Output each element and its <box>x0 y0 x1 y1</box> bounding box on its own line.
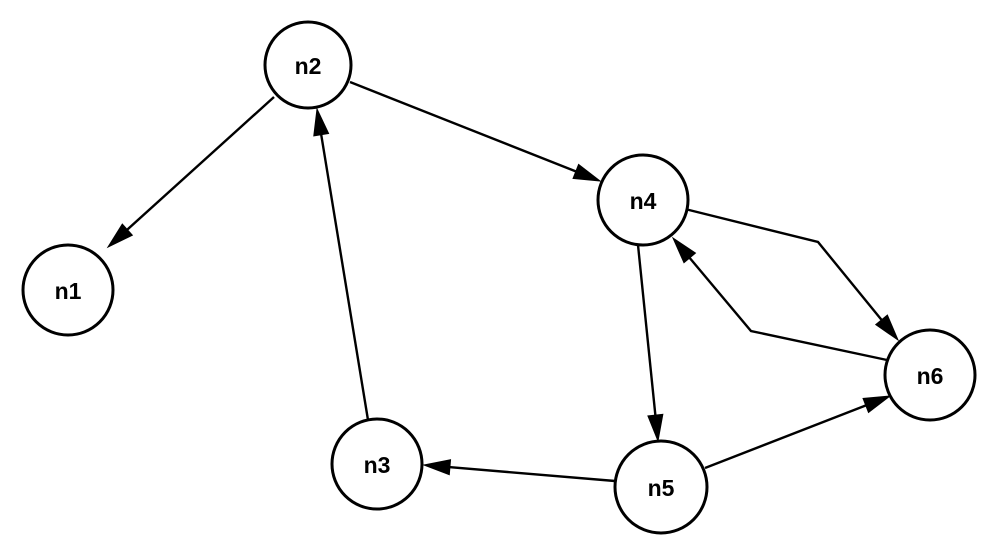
graph-node-n3[interactable]: n3 <box>330 417 424 511</box>
graph-edge-n5-to-n3[interactable] <box>422 459 616 483</box>
graph-node-n2[interactable]: n2 <box>263 20 353 110</box>
edge-arrowhead <box>874 314 900 342</box>
edge-arrowhead <box>106 223 134 249</box>
edge-arrowhead <box>647 413 664 443</box>
node-circle[interactable] <box>21 243 115 337</box>
graph-edge-n2-to-n1[interactable] <box>106 96 275 249</box>
edge-arrowhead <box>572 163 602 182</box>
edge-line <box>704 402 870 470</box>
node-circle[interactable] <box>330 417 424 511</box>
graph-edge-n5-to-n6[interactable] <box>704 395 892 470</box>
edge-line <box>686 254 888 362</box>
edge-line <box>445 465 616 483</box>
graph-edge-n2-to-n4[interactable] <box>349 80 602 182</box>
node-label: n4 <box>630 188 657 214</box>
edge-line <box>123 96 275 234</box>
node-label: n1 <box>55 278 82 304</box>
graph-edge-n6-to-n4[interactable] <box>671 236 888 362</box>
edge-arrowhead <box>671 236 697 264</box>
node-circle[interactable] <box>883 328 977 422</box>
node-circle[interactable] <box>613 439 709 535</box>
node-label: n2 <box>295 53 322 79</box>
edge-line <box>684 207 886 324</box>
graph-edge-n4-to-n6[interactable] <box>684 207 900 342</box>
edge-arrowhead <box>313 107 330 137</box>
graph-node-n4[interactable]: n4 <box>596 153 690 247</box>
edge-line <box>349 80 580 175</box>
edge-line <box>319 130 370 421</box>
node-label: n3 <box>364 452 391 478</box>
node-circle[interactable] <box>263 20 353 110</box>
graph-node-n1[interactable]: n1 <box>21 243 115 337</box>
node-circle[interactable] <box>596 153 690 247</box>
node-label: n6 <box>917 363 944 389</box>
nodes-layer: n1 n2 n3 n4 n5 n6 <box>21 20 977 535</box>
graph-edge-n3-to-n2[interactable] <box>313 107 370 421</box>
edge-arrowhead <box>422 459 452 476</box>
edges-layer <box>106 80 900 483</box>
graph-edge-n4-to-n5[interactable] <box>636 244 664 443</box>
graph-node-n6[interactable]: n6 <box>883 328 977 422</box>
edge-arrowhead <box>862 395 892 414</box>
node-label: n5 <box>648 475 675 501</box>
edge-line <box>636 244 657 420</box>
graph-node-n5[interactable]: n5 <box>613 439 709 535</box>
